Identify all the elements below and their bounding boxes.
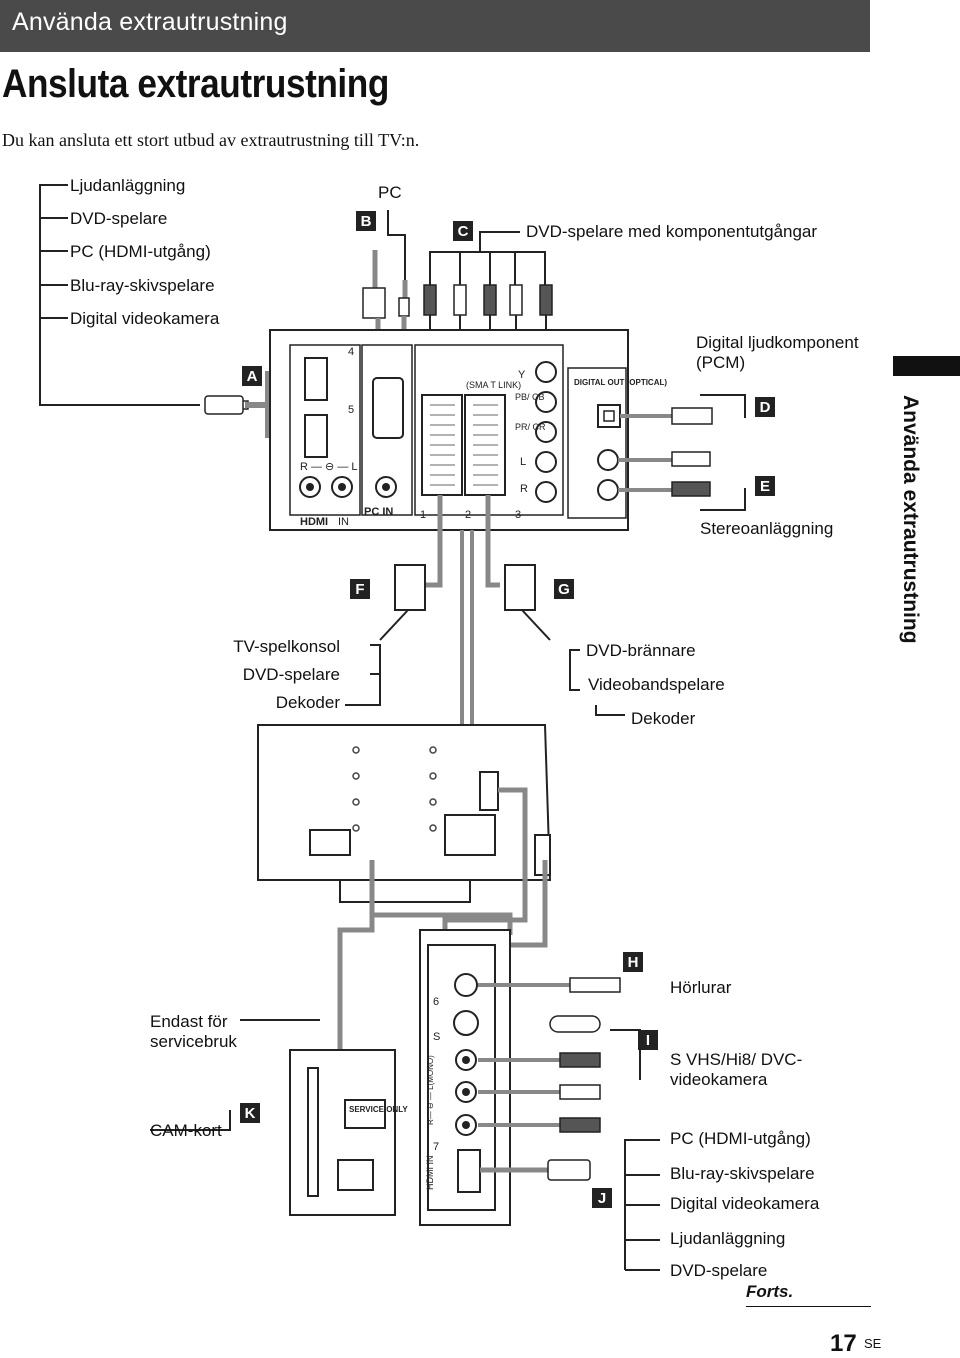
badge-b: B [356, 211, 376, 231]
badge-h: H [623, 952, 643, 972]
comp-3-label: 3 [515, 509, 521, 521]
label-ljudanlaggning-top: Ljudanläggning [70, 176, 186, 195]
side-hdmi-in-label: HDMI IN [425, 1156, 435, 1191]
port-5-label: 5 [348, 404, 354, 416]
r-label: R [520, 483, 528, 495]
smartlink-label: (SMA T LINK) [466, 380, 521, 390]
callout-brackets [39, 184, 746, 716]
label-bluray-top: Blu-ray-skivspelare [70, 276, 215, 295]
hdmi-logo: HDMI [300, 516, 328, 528]
side-7-label: 7 [433, 1141, 439, 1153]
badge-c: C [453, 221, 473, 241]
page-title: Ansluta extrautrustning [2, 62, 389, 106]
scart-1-label: 1 [420, 509, 426, 521]
label-videokamera-top: Digital videokamera [70, 309, 220, 328]
badge-i: I [638, 1030, 658, 1050]
label-scart-left-2: Dekoder [275, 693, 340, 712]
hdmi-plug-a [204, 395, 244, 415]
rear-panel [269, 329, 629, 531]
l-label: L [520, 456, 526, 468]
label-svhs: S VHS/Hi8/ DVC-videokamera [670, 1050, 803, 1089]
label-stereo: Stereoanläggning [700, 519, 834, 538]
page-suffix: SE [864, 1336, 882, 1351]
intro-text: Du kan ansluta ett stort utbud av extrau… [2, 130, 420, 150]
label-pc-hdmi-bottom: PC (HDMI-utgång) [670, 1129, 811, 1148]
page-number: 17 [830, 1330, 857, 1357]
service-only-label: SERVICE ONLY [349, 1105, 408, 1114]
label-scart-left-0: TV-spelkonsol [233, 637, 340, 656]
label-pc-hdmi-top: PC (HDMI-utgång) [70, 242, 211, 261]
section-header-title: Använda extrautrustning [12, 8, 288, 36]
pc-in-label: PC IN [364, 506, 393, 518]
badge-e: E [755, 476, 775, 496]
label-dvd-top: DVD-spelare [70, 209, 168, 228]
label-dvd-bottom: DVD-spelare [670, 1261, 768, 1280]
label-scart-right-0: DVD-brännare [586, 641, 696, 660]
port-4-label: 4 [348, 346, 354, 358]
label-scart-right-2: Dekoder [631, 709, 696, 728]
pr-label: PR/ CR [515, 422, 546, 432]
side-s-label: S [433, 1031, 440, 1043]
tv-back [257, 724, 552, 903]
forts-label: Forts. [746, 1282, 794, 1301]
digital-out-label: DIGITAL OUT (OPTICAL) [574, 378, 667, 387]
label-cam: CAM-kort [150, 1121, 222, 1140]
side-panel [419, 929, 511, 1226]
label-ljudanlaggning-bottom: Ljudanläggning [670, 1229, 786, 1248]
label-service: Endast för servicebruk [150, 1012, 237, 1051]
side-mono-label: R— ⊖ — L(MONO) [426, 1055, 435, 1125]
cam-panel [289, 1049, 396, 1216]
hdmi-in-label: IN [338, 516, 349, 528]
label-digital-audio: Digital ljudkomponent (PCM) [696, 333, 859, 372]
pb-label: PB/ CB [515, 392, 545, 402]
y-label: Y [518, 369, 526, 381]
label-pc: PC [378, 183, 402, 202]
badge-j: J [592, 1188, 612, 1208]
side-tab-marker [893, 356, 960, 376]
label-scart-right-1: Videobandspelare [588, 675, 725, 694]
scart-2-label: 2 [465, 509, 471, 521]
label-component: DVD-spelare med komponentutgångar [526, 222, 818, 241]
vga-plug-b [362, 287, 386, 319]
badge-d: D [755, 397, 775, 417]
side-6-label: 6 [433, 996, 439, 1008]
rl-label: R — ⊖ — L [300, 461, 358, 473]
label-horlurar: Hörlurar [670, 978, 732, 997]
label-videokamera-bottom: Digital videokamera [670, 1194, 820, 1213]
label-scart-left-1: DVD-spelare [242, 665, 340, 684]
badge-f: F [350, 579, 370, 599]
forts-rule [746, 1306, 871, 1307]
label-bluray-bottom: Blu-ray-skivspelare [670, 1164, 815, 1183]
badge-g: G [554, 579, 574, 599]
section-header-bar: Använda extrautrustning [0, 0, 870, 52]
badge-a: A [242, 366, 262, 386]
badge-k: K [240, 1103, 260, 1123]
